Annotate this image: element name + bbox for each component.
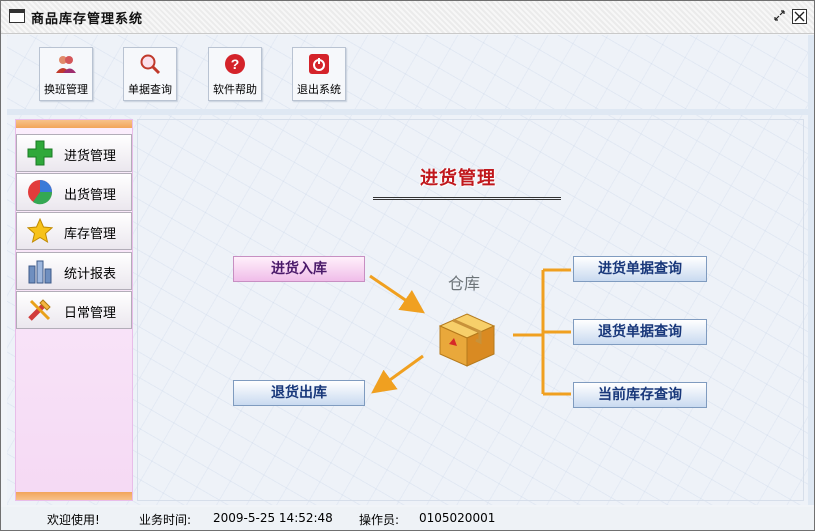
purchase-receipt-query-button[interactable]: 进货单据查询	[573, 256, 707, 282]
content-area: 换班管理 单据查询 ? 软件帮助 退出系统	[7, 35, 808, 505]
tools-icon	[27, 297, 53, 323]
window-icon	[9, 9, 25, 23]
sidebar-item-label: 统计报表	[64, 267, 117, 282]
restore-icon[interactable]	[773, 9, 786, 22]
sidebar-item-purchase[interactable]: 进货管理	[16, 134, 132, 172]
welcome-text: 欢迎使用!	[47, 513, 100, 527]
software-help-label: 软件帮助	[213, 83, 257, 96]
flow-arrows	[369, 268, 571, 396]
business-time-value: 2009-5-25 14:52:48	[213, 511, 333, 525]
sidebar-item-label: 进货管理	[64, 149, 117, 164]
sidebar-item-reports[interactable]: 统计报表	[16, 252, 132, 290]
sidebar-item-label: 出货管理	[64, 188, 117, 203]
sidebar-item-label: 日常管理	[64, 306, 117, 321]
main-panel: 进货管理 进货入库 退货出库 进货单据查询 退货单据查询 当前库存查询 仓库	[137, 119, 804, 501]
return-out-button[interactable]: 退货出库	[233, 380, 365, 406]
heading-underline	[373, 197, 561, 200]
sidebar: 进货管理 出货管理 库存管理 统计报表	[15, 119, 133, 501]
right-border	[808, 35, 814, 505]
sidebar-item-inventory[interactable]: 库存管理	[16, 212, 132, 250]
receipt-query-label: 单据查询	[128, 83, 172, 96]
operator-value: 0105020001	[419, 511, 496, 525]
return-out-arrow	[371, 354, 424, 394]
sidebar-item-shipment[interactable]: 出货管理	[16, 173, 132, 211]
star-icon	[26, 217, 54, 244]
stock-in-arrow	[369, 274, 425, 314]
green-plus-icon	[27, 140, 53, 166]
exit-system-button[interactable]: 退出系统	[292, 47, 346, 101]
section-heading: 进货管理	[420, 168, 496, 189]
software-help-button[interactable]: ? 软件帮助	[208, 47, 262, 101]
pie-chart-icon	[27, 179, 53, 205]
sidebar-item-daily[interactable]: 日常管理	[16, 291, 132, 329]
current-stock-query-button[interactable]: 当前库存查询	[573, 382, 707, 408]
shift-management-label: 换班管理	[44, 83, 88, 96]
sidebar-item-label: 库存管理	[64, 227, 117, 242]
sidebar-bottom-bar	[16, 492, 132, 500]
bar-chart-icon	[27, 258, 53, 284]
query-bracket	[513, 268, 571, 396]
exit-system-label: 退出系统	[297, 83, 341, 96]
warehouse-label: 仓库	[448, 274, 481, 293]
help-icon: ?	[224, 53, 246, 75]
power-icon	[308, 53, 330, 75]
operator-label: 操作员:	[359, 513, 400, 527]
users-icon	[55, 53, 77, 75]
title-bar: 商品库存管理系统	[1, 1, 814, 34]
stock-in-button[interactable]: 进货入库	[233, 256, 365, 282]
toolbar: 换班管理 单据查询 ? 软件帮助 退出系统	[7, 35, 808, 115]
status-bar: 欢迎使用! 业务时间: 2009-5-25 14:52:48 操作员: 0105…	[1, 507, 814, 530]
receipt-query-button[interactable]: 单据查询	[123, 47, 177, 101]
shift-management-button[interactable]: 换班管理	[39, 47, 93, 101]
warehouse-box-icon	[436, 308, 498, 370]
return-receipt-query-button[interactable]: 退货单据查询	[573, 319, 707, 345]
svg-text:?: ?	[231, 56, 240, 72]
window-title: 商品库存管理系统	[31, 12, 144, 27]
close-icon[interactable]	[792, 9, 807, 24]
sidebar-top-bar	[16, 120, 132, 128]
business-time-label: 业务时间:	[139, 513, 192, 527]
magnifier-icon	[139, 53, 161, 75]
